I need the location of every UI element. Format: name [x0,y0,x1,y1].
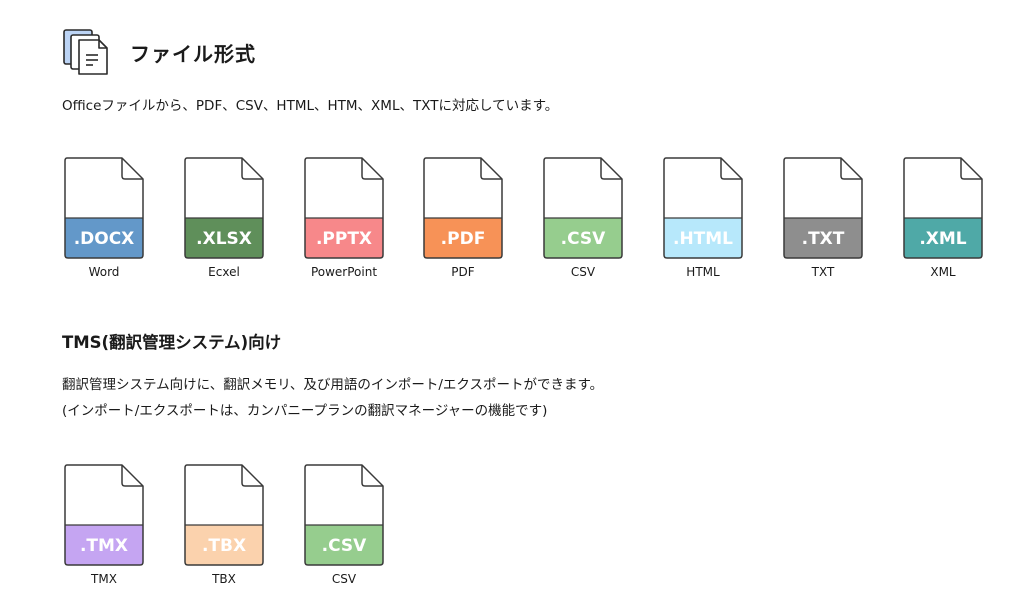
file-outline [903,157,983,259]
file-format-item: .XML XML [903,157,983,280]
file-format-name: CSV [570,265,596,279]
file-icon: .TMX [64,464,144,566]
file-outline [184,157,264,259]
file-outline [783,157,863,259]
file-icon: .XLSX [184,157,264,259]
file-format-item: .TMX TMX [64,464,144,587]
file-icon: .TXT [783,157,863,259]
file-corner-fold [600,158,622,180]
file-icon: .XML [903,157,983,259]
file-format-name: PowerPoint [310,265,378,279]
file-ext-band [664,218,742,258]
file-format-name: TBX [212,572,236,586]
formats-description: Officeファイルから、PDF、CSV、HTML、HTM、XML、TXTに対応… [62,98,559,114]
file-outline [184,464,264,566]
file-format-name: PDF [451,265,475,279]
tms-description-line2: (インポート/エクスポートは、カンパニープランの翻訳マネージャーの機能です) [62,403,548,419]
file-corner-fold [720,158,742,180]
file-corner-fold [361,158,383,180]
file-outline [304,464,384,566]
file-icon: .PPTX [304,157,384,259]
file-format-item: .DOCX Word [64,157,144,280]
file-corner-fold [241,465,263,487]
file-ext-label: .TBX [202,536,246,556]
file-outline [304,157,384,259]
file-format-item: .CSV CSV [543,157,623,280]
file-outline [64,464,144,566]
file-format-name: TXT [811,265,835,279]
file-icon: .CSV [304,464,384,566]
file-format-item: .TBX TBX [184,464,264,587]
file-ext-label: .XLSX [196,229,252,249]
file-ext-label: .PPTX [316,229,372,249]
file-icon: .PDF [423,157,503,259]
file-ext-band [544,218,622,258]
file-format-item: .HTML HTML [663,157,743,280]
file-ext-band [904,218,982,258]
file-format-name: XML [930,265,956,279]
file-ext-label: .XML [919,229,966,249]
file-icon: .DOCX [64,157,144,259]
file-ext-label: .CSV [322,536,367,556]
file-format-item: .CSV CSV [304,464,384,587]
file-format-name: CSV [331,572,357,586]
file-corner-fold [121,158,143,180]
file-ext-band [185,218,263,258]
file-ext-band [305,218,383,258]
page-title: ファイル形式 [130,41,256,66]
file-outline [543,157,623,259]
file-format-item: .PDF PDF [423,157,503,280]
file-outline [423,157,503,259]
file-ext-band [65,525,143,565]
file-corner-fold [361,465,383,487]
file-ext-label: .HTML [673,229,733,249]
file-ext-band [305,525,383,565]
file-icon: .HTML [663,157,743,259]
file-outline [663,157,743,259]
file-corner-fold [840,158,862,180]
file-ext-band [424,218,502,258]
tms-section-title: TMS(翻訳管理システム)向け [62,333,282,352]
file-format-name: HTML [686,265,720,279]
file-ext-band [65,218,143,258]
file-corner-fold [121,465,143,487]
documents-icon [63,29,108,75]
file-ext-band [784,218,862,258]
file-format-item: .TXT TXT [783,157,863,280]
file-icon: .TBX [184,464,264,566]
file-ext-label: .CSV [561,229,606,249]
file-corner-fold [960,158,982,180]
file-icon: .CSV [543,157,623,259]
file-format-name: Word [88,265,120,279]
file-ext-label: .PDF [441,229,486,249]
file-format-name: TMX [91,572,117,586]
file-corner-fold [480,158,502,180]
tms-description-line1: 翻訳管理システム向けに、翻訳メモリ、及び用語のインポート/エクスポートができます… [62,377,604,393]
section-header: ファイル形式 [62,28,256,76]
file-ext-label: .TXT [802,229,845,249]
file-ext-band [185,525,263,565]
file-format-item: .XLSX Ecxel [184,157,264,280]
file-ext-label: .DOCX [74,229,135,249]
file-ext-label: .TMX [80,536,128,556]
file-format-name: Ecxel [208,265,240,279]
file-format-item: .PPTX PowerPoint [304,157,384,280]
file-corner-fold [241,158,263,180]
file-outline [64,157,144,259]
